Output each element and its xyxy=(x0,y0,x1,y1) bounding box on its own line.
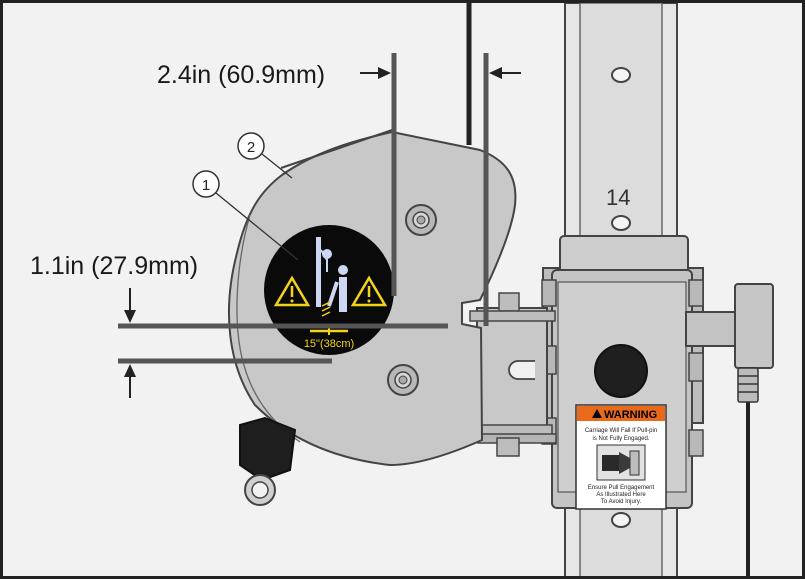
mount-bracket xyxy=(469,292,557,457)
warning-triangle-icon xyxy=(592,409,602,418)
width-dimension-arrows xyxy=(360,67,521,79)
warning-line-4: As Illustrated Here xyxy=(596,492,646,498)
dimension-lines xyxy=(118,53,489,364)
warning-title: WARNING xyxy=(604,409,657,421)
cable-clamp xyxy=(239,416,297,506)
worker-pictogram-icon xyxy=(316,237,348,317)
warning-label: WARNING Carriage Will Fall If Pull-pin i… xyxy=(575,404,667,510)
callout-1-number: 1 xyxy=(202,177,210,194)
height-dimension-label: 1.1in (27.9mm) xyxy=(30,252,198,280)
warning-line-2: is Not Fully Engaged. xyxy=(592,436,649,442)
warning-line-5: To Avoid Injury. xyxy=(601,499,641,505)
warning-line-1: Carriage Will Fall If Pull-pin xyxy=(585,428,657,434)
housing-screw xyxy=(405,204,437,236)
callout-2: 2 xyxy=(237,132,293,179)
caution-triangle-icon xyxy=(350,275,388,307)
warning-line-3: Ensure Pull Engagement xyxy=(588,485,655,491)
pull-pin-knob[interactable] xyxy=(594,344,648,398)
callout-1: 1 xyxy=(192,170,299,261)
warning-decal: 15"(38cm) xyxy=(264,225,394,355)
rail-number: 14 xyxy=(606,185,630,210)
caution-triangle-icon xyxy=(273,275,311,307)
pull-pin-illustration-icon xyxy=(596,444,646,481)
side-block xyxy=(734,283,774,369)
callout-2-number: 2 xyxy=(247,139,255,156)
housing-screw xyxy=(387,364,419,396)
decal-height-label: 15"(38cm) xyxy=(304,338,354,350)
technical-diagram: 14 xyxy=(30,3,774,576)
cable-fitting xyxy=(737,367,759,403)
width-dimension-label: 2.4in (60.9mm) xyxy=(157,61,325,89)
height-dimension-arrows xyxy=(124,288,136,398)
